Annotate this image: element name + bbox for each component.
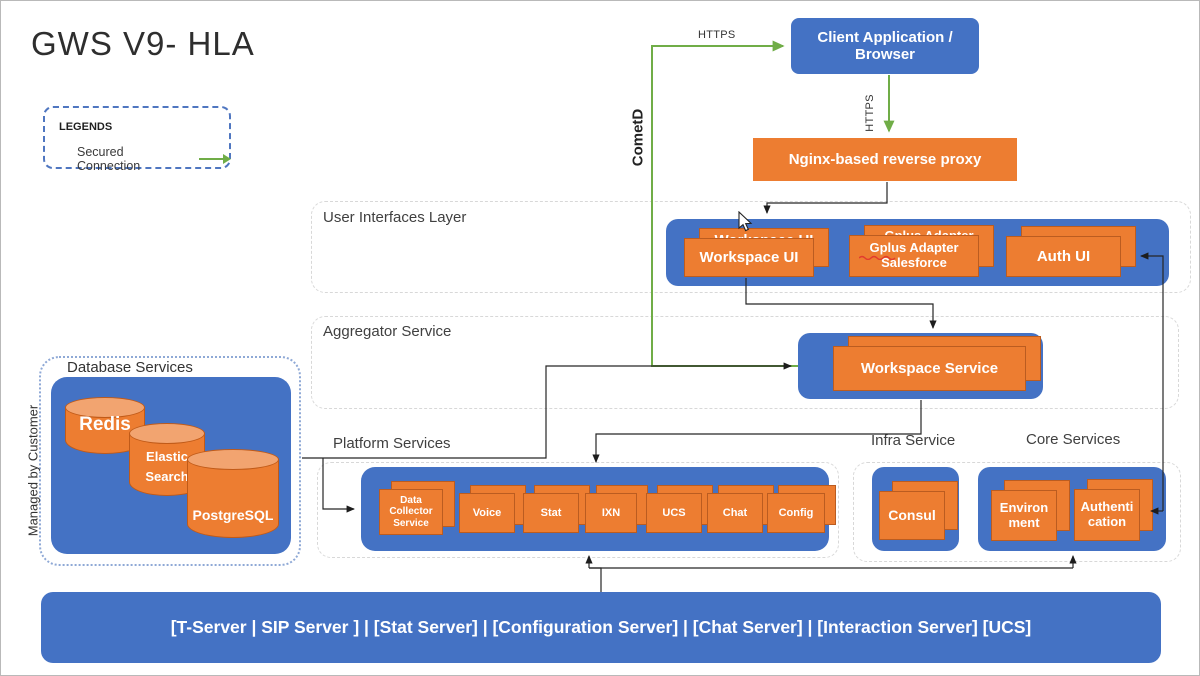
ui-layer-label: User Interfaces Layer [323, 209, 467, 226]
https-label-top: HTTPS [698, 29, 736, 41]
authentication-label: Authenti cation [1074, 489, 1140, 541]
node-stat-service: Stat [523, 485, 590, 533]
postgresql-cylinder-body [187, 459, 279, 538]
cometd-label: CometD [629, 108, 647, 167]
auth-ui-label: Auth UI [1006, 236, 1121, 277]
node-gplus-adapter: Gplus Adapter Salesforce Gplus Adapter S… [849, 225, 994, 277]
environment-label: Environ ment [991, 490, 1057, 541]
green-arrow-icon [199, 154, 231, 164]
stat-label: Stat [523, 493, 579, 533]
edge-workspace-service-to-platform [592, 400, 922, 463]
platform-label: Platform Services [333, 435, 451, 452]
node-consul: Consul [879, 481, 958, 540]
database-container [39, 356, 301, 566]
backend-servers-label: [T-Server | SIP Server ] | [Stat Server]… [170, 617, 1032, 637]
legend-box: LEGENDS Secured Connection [43, 106, 231, 173]
infra-core-container [853, 462, 1181, 562]
spellcheck-squiggle [859, 255, 896, 260]
legend-heading: LEGENDS [59, 121, 113, 133]
aggregator-label: Aggregator Service [323, 323, 452, 340]
node-voice-service: Voice [459, 485, 526, 533]
workspace-service-label: Workspace Service [833, 346, 1026, 391]
legend-item-secured-connection: Secured Connection [77, 145, 231, 173]
node-ixn-service: IXN [585, 485, 648, 533]
config-label: Config [767, 493, 825, 533]
nginx-label: Nginx-based reverse proxy [788, 151, 982, 168]
managed-by-customer-label: Managed by Customer [25, 404, 41, 537]
https-label-proxy: HTTPS [864, 94, 876, 132]
consul-label: Consul [879, 491, 945, 540]
node-postgresql-db: PostgreSQL [187, 449, 279, 538]
chat-label: Chat [707, 493, 763, 533]
node-ucs-service: UCS [646, 485, 713, 533]
data-collector-label: Data Collector Service [379, 489, 443, 535]
legend-secured-label: Secured Connection [77, 145, 141, 173]
voice-label: Voice [459, 493, 515, 533]
node-authentication: Authenti cation [1074, 479, 1153, 541]
node-workspace-ui: Workspace UI Workspace UI [684, 228, 829, 277]
redis-cylinder-top [65, 397, 145, 418]
node-auth-ui: Auth UI [1006, 226, 1136, 277]
postgresql-cylinder-top [187, 449, 279, 470]
mouse-cursor-icon [738, 211, 753, 232]
node-client-application: Client Application / Browser [791, 18, 979, 74]
page-title: GWS V9- HLA [31, 25, 255, 62]
gplus-adapter-label: Gplus Adapter Salesforce [849, 235, 979, 277]
ucs-label: UCS [646, 493, 702, 533]
core-label: Core Services [1026, 431, 1121, 448]
infra-label: Infra Service [871, 432, 956, 449]
node-chat-service: Chat [707, 485, 774, 533]
database-label: Database Services [67, 359, 193, 376]
node-environment: Environ ment [991, 480, 1070, 541]
client-application-label: Client Application / Browser [817, 29, 953, 63]
postgresql-label: PostgreSQL [192, 507, 274, 523]
node-data-collector-service: Data Collector Service [379, 481, 455, 535]
backend-servers-bar: [T-Server | SIP Server ] | [Stat Server]… [41, 592, 1161, 663]
node-redis-db: Redis [65, 397, 145, 454]
node-workspace-service: Workspace Service [833, 336, 1041, 391]
elastic-cylinder-top [129, 423, 205, 444]
redis-label: Redis [79, 414, 131, 435]
edge-backend-riser [589, 567, 602, 592]
elastic-search-label: Elastic Search [145, 449, 189, 484]
workspace-ui-label: Workspace UI [684, 238, 814, 277]
node-config-service: Config [767, 485, 836, 533]
ixn-label: IXN [585, 493, 637, 533]
node-nginx-reverse-proxy: Nginx-based reverse proxy [753, 138, 1017, 181]
platform-container [317, 462, 839, 558]
